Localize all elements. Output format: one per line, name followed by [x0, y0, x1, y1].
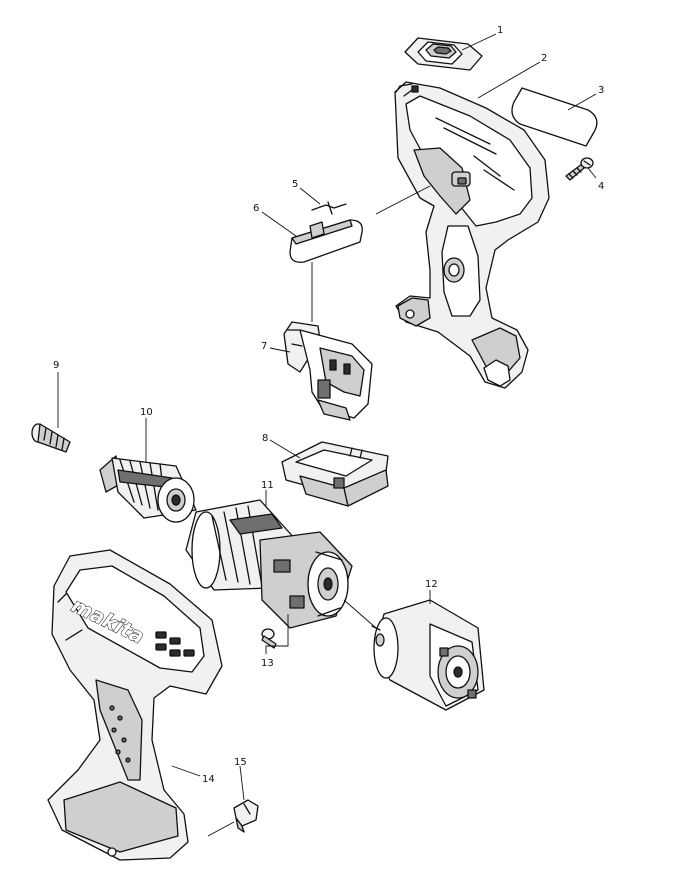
leader-lines: [57, 33, 597, 837]
part-2-housing-half: [394, 81, 550, 389]
leader-line-7: [269, 347, 291, 353]
leader-line-15b: [207, 821, 235, 837]
callout-3: 3: [598, 85, 604, 96]
part-12-motor: [371, 599, 485, 711]
part-7-switch: [283, 321, 373, 421]
part-6-switch-lever: [289, 219, 363, 263]
callout-1: 1: [497, 25, 503, 36]
part-14-housing: makita: [47, 549, 223, 861]
callout-9: 9: [53, 360, 59, 371]
leader-line-5: [299, 187, 321, 205]
callout-11: 11: [261, 480, 274, 491]
callout-5: 5: [292, 179, 298, 190]
part-11-gear-assembly: [185, 499, 353, 629]
leader-line-3: [567, 93, 597, 111]
leader-line-8: [269, 439, 301, 459]
leader-line-2: [477, 61, 541, 99]
leader-line-6: [261, 211, 297, 237]
part-1-switch-button: [404, 37, 483, 71]
leader-line-1: [461, 33, 497, 51]
callout-4: 4: [598, 181, 604, 192]
callout-6: 6: [253, 203, 259, 214]
callout-12: 12: [425, 579, 438, 590]
leader-line-4: [587, 167, 597, 179]
callout-15: 15: [234, 757, 247, 768]
callout-8: 8: [262, 433, 268, 444]
part-9-screw: [31, 423, 71, 453]
callout-7: 7: [261, 341, 267, 352]
part-13-screw: [261, 628, 277, 649]
callout-labels: 1 2 3 4 5 6 7 8 9 10 11 12 13 14 15: [53, 25, 604, 785]
part-15-clip: [233, 799, 259, 833]
callout-2: 2: [541, 53, 547, 64]
callout-14: 14: [202, 774, 215, 785]
callout-13: 13: [261, 658, 274, 669]
callout-10: 10: [140, 407, 153, 418]
leader-line-12b: [343, 599, 377, 629]
leader-line-6b: [375, 185, 431, 215]
leader-line-15: [239, 765, 245, 801]
part-8-tray: [281, 441, 389, 507]
part-4-screw: [565, 157, 594, 181]
part-5-spring: [311, 201, 347, 215]
part-10-chuck: [99, 455, 197, 523]
leader-line-14: [171, 765, 201, 777]
leader-line-13: [265, 614, 289, 654]
part-3-label-plate: [511, 87, 598, 147]
